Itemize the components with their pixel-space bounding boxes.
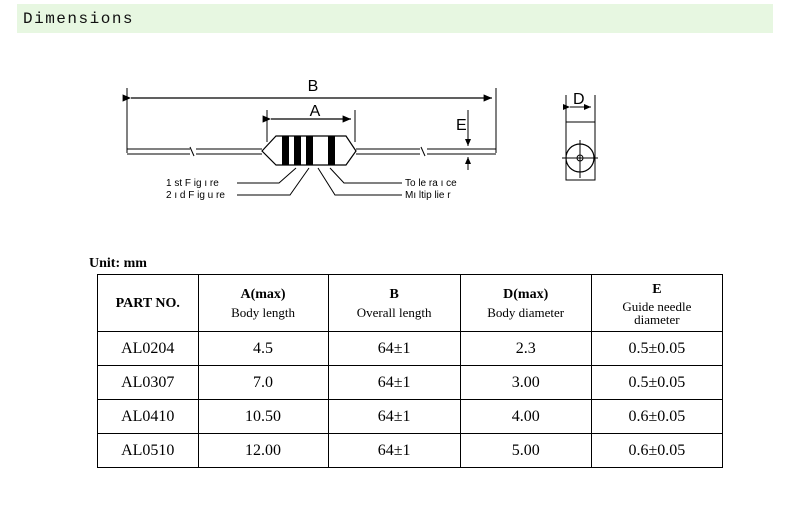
table-header-row: PART NO. A(max) Body length B Overall le… bbox=[97, 274, 724, 332]
color-band-3 bbox=[306, 136, 313, 165]
callout-first-figure: 1 st F ig ı re bbox=[166, 178, 219, 189]
table-row: AL0204 4.5 64±1 2.3 0.5±0.05 bbox=[97, 331, 724, 366]
cell-b: 64±1 bbox=[327, 433, 461, 468]
color-band-2 bbox=[294, 136, 301, 165]
label-E: E bbox=[456, 117, 467, 134]
section-title: Dimensions bbox=[23, 10, 135, 28]
cell-e: 0.6±0.05 bbox=[590, 399, 724, 434]
table-row: AL0307 7.0 64±1 3.00 0.5±0.05 bbox=[97, 365, 724, 400]
cell-e: 0.5±0.05 bbox=[590, 365, 724, 400]
callout-multiplier: Mı ltip lie r bbox=[405, 190, 451, 201]
label-A: A bbox=[310, 103, 321, 120]
table-row: AL0410 10.50 64±1 4.00 0.6±0.05 bbox=[97, 399, 724, 434]
cell-part-no: AL0204 bbox=[97, 331, 199, 366]
cell-part-no: AL0410 bbox=[97, 399, 199, 434]
cell-b: 64±1 bbox=[327, 399, 461, 434]
cell-a-max: 12.00 bbox=[197, 433, 329, 468]
unit-label: Unit: mm bbox=[89, 256, 147, 271]
end-view-outline bbox=[565, 121, 596, 181]
label-D: D bbox=[573, 91, 585, 108]
callout-second-figure: 2 ı d F ig u re bbox=[166, 190, 225, 201]
cell-d-max: 4.00 bbox=[459, 399, 592, 434]
cell-a-max: 4.5 bbox=[197, 331, 329, 366]
cell-b: 64±1 bbox=[327, 331, 461, 366]
callout-tolerance: To le ra ı ce bbox=[405, 178, 457, 189]
header-part-no: PART NO. bbox=[97, 274, 199, 332]
cell-d-max: 3.00 bbox=[459, 365, 592, 400]
color-band-1 bbox=[282, 136, 289, 165]
header-d-max: D(max) Body diameter bbox=[459, 274, 592, 332]
table-row: AL0510 12.00 64±1 5.00 0.6±0.05 bbox=[97, 433, 724, 468]
cell-d-max: 5.00 bbox=[459, 433, 592, 468]
cell-part-no: AL0307 bbox=[97, 365, 199, 400]
cell-e: 0.5±0.05 bbox=[590, 331, 724, 366]
cell-part-no: AL0510 bbox=[97, 433, 199, 468]
cell-a-max: 7.0 bbox=[197, 365, 329, 400]
header-a-max: A(max) Body length bbox=[197, 274, 329, 332]
dimensions-table: PART NO. A(max) Body length B Overall le… bbox=[97, 274, 724, 468]
resistor-dimension-diagram: B A E 1 st F ig ı re 2 ı d F ig u re To … bbox=[122, 78, 598, 201]
cell-a-max: 10.50 bbox=[197, 399, 329, 434]
cell-d-max: 2.3 bbox=[459, 331, 592, 366]
header-e: E Guide needle diameter bbox=[590, 274, 724, 332]
label-B: B bbox=[308, 78, 319, 95]
section-header: Dimensions bbox=[17, 4, 773, 33]
header-b: B Overall length bbox=[327, 274, 461, 332]
color-band-4 bbox=[328, 136, 335, 165]
cell-e: 0.6±0.05 bbox=[590, 433, 724, 468]
cell-b: 64±1 bbox=[327, 365, 461, 400]
